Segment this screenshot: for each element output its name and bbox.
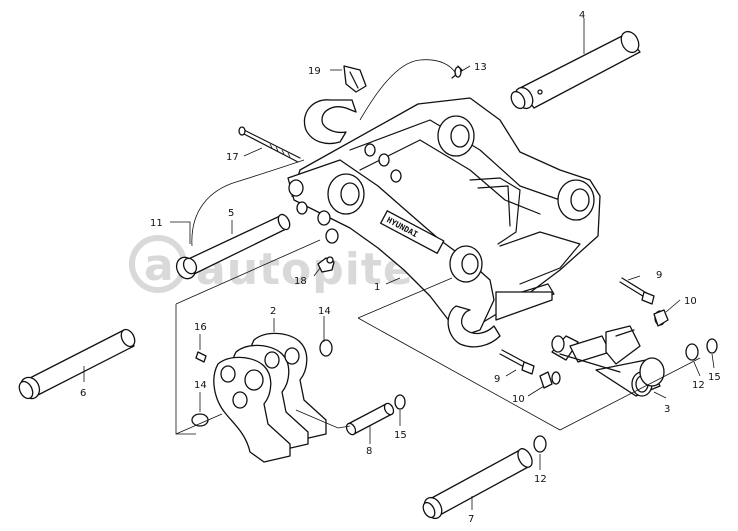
callout-13: 13 [474, 62, 487, 73]
callout-3: 3 [664, 404, 670, 415]
callout-14-lower: 14 [194, 380, 207, 391]
fitting-10a [653, 309, 669, 327]
callout-11: 11 [150, 218, 163, 229]
callout-2: 2 [270, 306, 276, 317]
callout-17: 17 [226, 152, 239, 163]
callout-14-upper: 14 [318, 306, 331, 317]
pin-7 [422, 448, 533, 520]
grease-fitting-18 [317, 256, 335, 273]
o-ring-12a [685, 343, 699, 361]
pin-4 [510, 30, 641, 110]
callout-5: 5 [228, 208, 234, 219]
callout-19: 19 [308, 66, 321, 77]
fitting-10b [539, 371, 561, 389]
pin-5 [175, 213, 291, 280]
bracket-2 [213, 332, 327, 463]
pin-6 [18, 328, 136, 400]
lanyard-11 [191, 159, 305, 247]
o-ring-15b [706, 338, 718, 354]
lanyard [359, 59, 457, 121]
fitting-9b [499, 349, 535, 375]
callout-12-right: 12 [692, 380, 705, 391]
callout-12-bottom: 12 [534, 474, 547, 485]
bolt-17 [238, 126, 301, 163]
o-ring-15a [394, 394, 406, 410]
callout-1: 1 [374, 282, 380, 293]
callout-18: 18 [294, 276, 307, 287]
callout-4: 4 [579, 10, 585, 21]
callout-15-right: 15 [708, 372, 721, 383]
quick-coupler-body: HYUNDAI [287, 97, 601, 348]
o-ring-14b [191, 413, 209, 427]
fitting-9a [619, 277, 655, 305]
watermark-logo: a [144, 240, 175, 291]
callout-8: 8 [366, 446, 372, 457]
o-ring-12b [533, 435, 547, 453]
pin-8 [345, 402, 395, 436]
spring-pin-13 [451, 65, 463, 79]
callout-16: 16 [194, 322, 207, 333]
callout-7: 7 [468, 514, 474, 525]
guide-lines [175, 239, 701, 435]
callout-9-lower: 9 [494, 374, 500, 385]
callout-6: 6 [80, 388, 86, 399]
o-ring-14a [319, 339, 333, 357]
callouts: 1 2 3 4 5 6 7 8 9 9 10 10 11 12 12 13 14… [80, 10, 721, 525]
clip-19 [343, 65, 367, 93]
callout-10-lower: 10 [512, 394, 525, 405]
callout-10-upper: 10 [684, 296, 697, 307]
callout-15-left: 15 [394, 430, 407, 441]
callout-9-upper: 9 [656, 270, 662, 281]
grease-nipple-16 [195, 351, 207, 363]
leader-lines [83, 18, 715, 510]
